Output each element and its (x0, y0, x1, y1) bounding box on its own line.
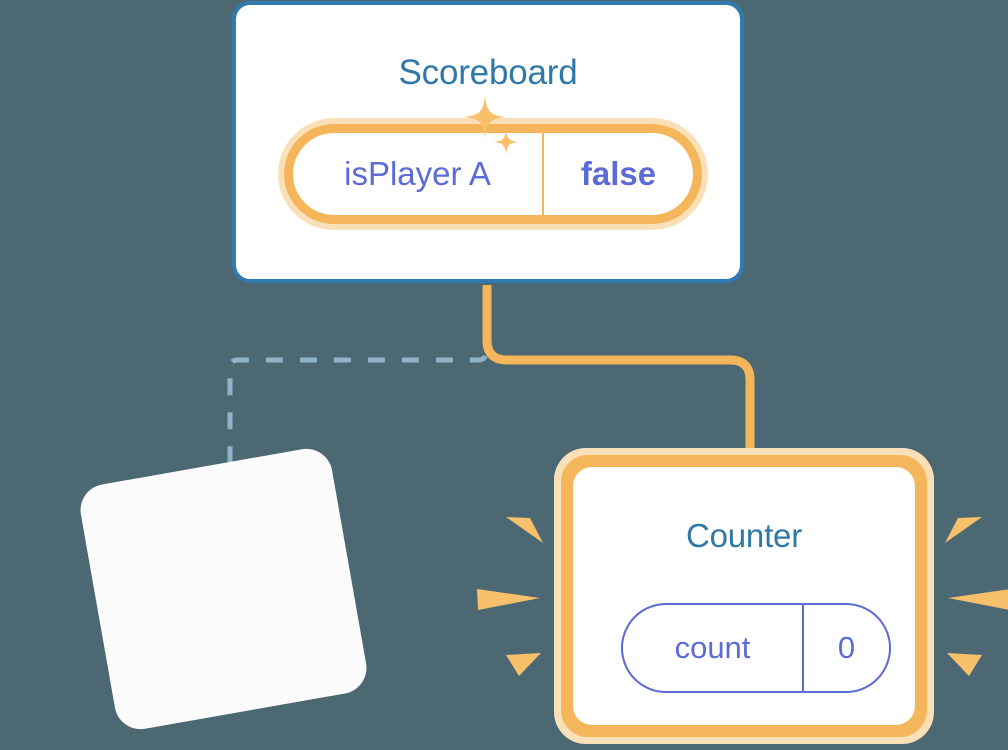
sparkle-star-large-icon (464, 96, 506, 138)
connector-solid-to-counter (482, 285, 755, 470)
scoreboard-pill-value: false (580, 155, 657, 192)
counter-pill[interactable]: count 0 (621, 603, 891, 693)
scoreboard-pill-border: isPlayer A false (284, 124, 702, 224)
sparkle-star-small-icon (494, 130, 518, 154)
counter-card-burst-rays-left (477, 517, 543, 676)
connector-dashed-to-ghost-card (227, 288, 489, 478)
scoreboard-pill-divider (542, 133, 544, 215)
counter-pill-divider (802, 605, 804, 691)
counter-pill-key: count (674, 630, 751, 665)
counter-title: Counter (685, 517, 802, 554)
scoreboard-card[interactable]: Scoreboard isPlayer A false (232, 1, 744, 283)
counter-card-burst-rays-right (945, 517, 1008, 676)
scoreboard-pill-highlight[interactable]: isPlayer A false (278, 118, 708, 230)
counter-card-border: Counter count 0 (561, 455, 927, 737)
scoreboard-title: Scoreboard (398, 53, 578, 92)
ghost-card[interactable] (76, 444, 371, 734)
counter-card[interactable]: Counter count 0 (554, 448, 934, 744)
scoreboard-pill[interactable]: isPlayer A false (293, 133, 693, 215)
counter-card-body: Counter count 0 (573, 467, 915, 725)
sparkle-group (464, 96, 518, 154)
counter-pill-value: 0 (837, 630, 856, 665)
scoreboard-pill-key: isPlayer A (344, 155, 491, 192)
